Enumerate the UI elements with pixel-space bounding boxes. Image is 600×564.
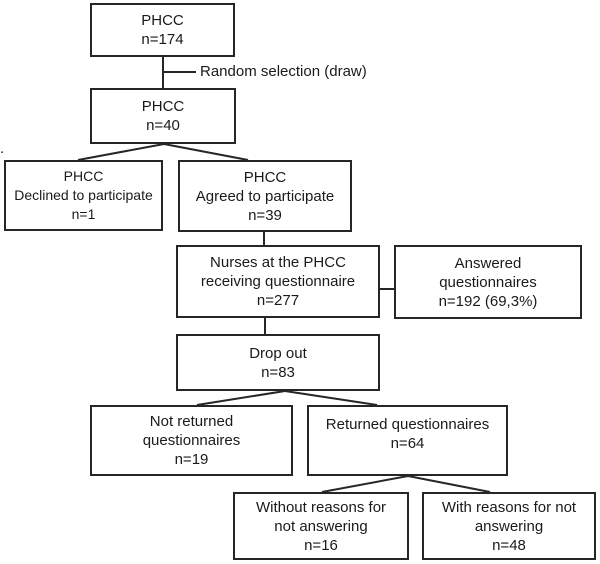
node-agreed: PHCC Agreed to participate n=39 xyxy=(178,160,352,232)
node-count: n=40 xyxy=(146,117,180,134)
node-returned: Returned questionnaires n=64 xyxy=(307,405,508,476)
node-count: n=39 xyxy=(248,206,282,224)
node-answered: Answered questionnaires n=192 (69,3%) xyxy=(394,245,582,319)
node-count: n=277 xyxy=(256,292,300,309)
connector-selected-to-agreed xyxy=(163,143,249,161)
node-count: n=83 xyxy=(261,363,295,381)
node-without-reasons: Without reasons for not answering n=16 xyxy=(233,492,409,560)
random-selection-label: Random selection (draw) xyxy=(200,63,367,80)
node-line: Declined to participate xyxy=(14,187,153,203)
node-count: n=192 (69,3%) xyxy=(438,292,538,310)
connector-returned-to-with xyxy=(407,475,491,493)
node-phcc-total: PHCC n=174 xyxy=(90,3,235,57)
node-count: n=16 xyxy=(304,536,338,554)
node-phcc-selected: PHCC n=40 xyxy=(90,88,236,144)
node-line: With reasons for not xyxy=(441,498,577,516)
stray-period-mark: . xyxy=(0,140,5,157)
node-line: Without reasons for xyxy=(255,498,387,516)
node-line: Not returned xyxy=(149,413,234,430)
node-nurses: Nurses at the PHCC receiving questionnai… xyxy=(176,245,380,318)
node-with-reasons: With reasons for not answering n=48 xyxy=(422,492,596,560)
node-dropout: Drop out n=83 xyxy=(176,334,380,391)
node-count: n=19 xyxy=(174,451,209,468)
connector-dropout-to-returned xyxy=(284,390,378,406)
node-line: questionnaires xyxy=(142,432,241,449)
node-count: n=174 xyxy=(141,31,184,48)
node-line: Agreed to participate xyxy=(195,187,335,205)
node-line: Nurses at the PHCC xyxy=(210,254,346,271)
node-count: n=64 xyxy=(390,435,425,452)
node-not-returned: Not returned questionnaires n=19 xyxy=(90,405,293,476)
node-line: PHCC xyxy=(63,168,104,184)
node-line: answering xyxy=(474,517,544,535)
node-line: questionnaires xyxy=(439,273,537,291)
node-line: Returned questionnaires xyxy=(325,416,490,433)
node-line: PHCC xyxy=(141,98,185,115)
connector-selected-to-declined xyxy=(77,143,165,161)
node-count: n=48 xyxy=(492,536,526,554)
connector-dropout-to-not-returned xyxy=(196,390,286,406)
node-line: Answered xyxy=(454,254,522,272)
node-declined: PHCC Declined to participate n=1 xyxy=(4,160,163,231)
node-count: n=1 xyxy=(71,206,96,222)
connector-returned-to-without xyxy=(321,475,409,493)
node-line: PHCC xyxy=(243,168,287,186)
node-line: receiving questionnaire xyxy=(200,273,356,290)
node-line: Drop out xyxy=(249,344,307,362)
node-line: not answering xyxy=(274,517,368,535)
node-line: PHCC xyxy=(141,12,184,29)
